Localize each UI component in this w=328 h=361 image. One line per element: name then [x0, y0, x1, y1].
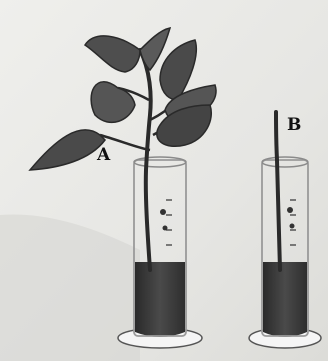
bubble-b2 — [290, 224, 295, 229]
bubble-a2 — [163, 226, 168, 231]
bubble-b1 — [287, 207, 293, 213]
bubble-a1 — [160, 209, 166, 215]
water-b — [263, 262, 307, 337]
water-a — [135, 262, 185, 337]
label-b: B — [287, 115, 301, 135]
label-a: A — [96, 145, 111, 165]
